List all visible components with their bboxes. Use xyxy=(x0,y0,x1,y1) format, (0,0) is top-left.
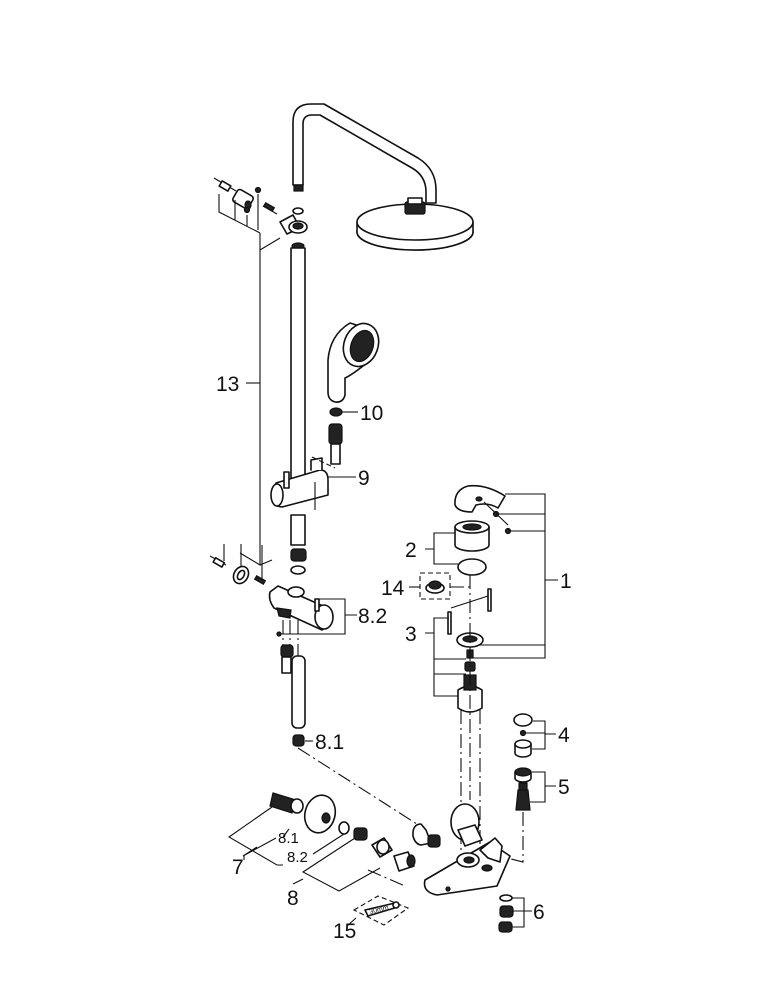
callout-8-2: 8.2 xyxy=(287,849,308,866)
leader-5 xyxy=(530,771,556,803)
hose-nut xyxy=(328,423,343,465)
leader-7 xyxy=(292,837,381,892)
cartridge-box xyxy=(419,572,451,600)
top-clamp xyxy=(279,214,308,235)
callout-9: 8.1 xyxy=(315,731,344,754)
leader-1 xyxy=(472,493,558,659)
diverter-body xyxy=(268,585,334,631)
riser-fittings xyxy=(290,548,307,575)
callout-4: 4 xyxy=(558,724,570,747)
shower-holder xyxy=(270,456,336,510)
lever-handle xyxy=(454,484,512,535)
hand-shower xyxy=(327,322,380,403)
rain-shower-head xyxy=(356,197,474,251)
aerator-set xyxy=(513,713,533,758)
callout-5: 5 xyxy=(558,776,570,799)
bottom-pipe xyxy=(291,655,306,747)
seal-ring-top xyxy=(292,207,304,215)
leader-4 xyxy=(526,720,556,750)
callout-12: 10 xyxy=(360,402,383,425)
callout-2: 2 xyxy=(405,539,417,562)
callout-8-1: 8.1 xyxy=(278,830,299,847)
bath-mixer-body xyxy=(423,803,511,896)
callout-13: 13 xyxy=(216,373,239,396)
diverter-insert xyxy=(514,767,532,811)
wall-bracket-bottom xyxy=(209,544,267,586)
leader-8 xyxy=(227,806,345,866)
callout-3: 3 xyxy=(405,623,417,646)
wrench-size: 30mm xyxy=(369,904,390,916)
diverter-outlets xyxy=(280,620,299,674)
leader-10 xyxy=(279,598,357,635)
callout-10: 8.2 xyxy=(358,605,387,628)
connection-axis xyxy=(367,869,406,887)
callout-11: 9 xyxy=(358,467,370,490)
escutcheon xyxy=(454,520,490,576)
wall-bracket-top xyxy=(213,177,278,234)
riser-pipe xyxy=(290,242,306,546)
shower-arm xyxy=(292,103,437,204)
leader-2 xyxy=(425,532,458,565)
callout-1: 1 xyxy=(560,570,572,593)
pipe-axis xyxy=(297,747,421,827)
eccentric-connection xyxy=(269,792,350,835)
leader-15 xyxy=(346,917,357,927)
callout-15: 15 xyxy=(333,920,356,943)
callout-6: 6 xyxy=(533,901,545,924)
leader-3 xyxy=(425,617,466,697)
spout-seals xyxy=(498,894,514,933)
connection-nut-set xyxy=(353,823,441,872)
wrench-box: 30mm xyxy=(352,895,410,926)
flow-restrictor xyxy=(329,407,343,417)
leader-6 xyxy=(512,897,532,928)
callout-7: 8 xyxy=(287,887,299,910)
callout-14: 14 xyxy=(381,577,405,600)
diverter-axis xyxy=(494,812,524,863)
leader-13 xyxy=(239,233,281,566)
callout-8: 7 xyxy=(232,856,244,879)
